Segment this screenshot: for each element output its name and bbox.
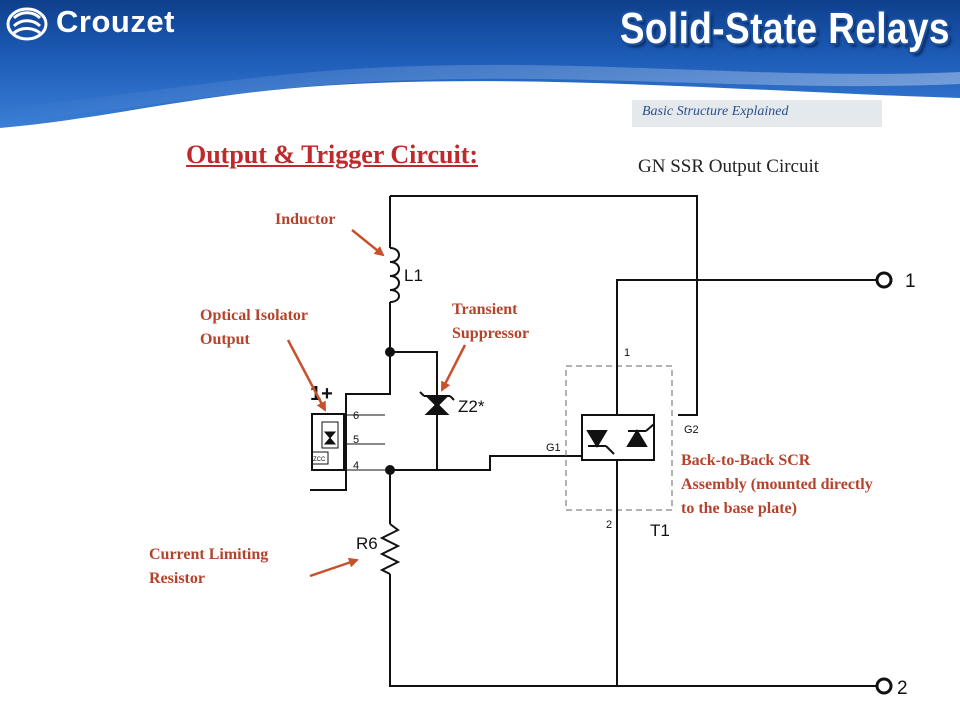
crouzet-logo-icon [6,7,48,41]
callout-transient-suppressor-line1: Transient [452,301,518,318]
callout-optical-isolator-line1: Optical Isolator [200,307,308,324]
callout-inductor-text: Inductor [275,211,336,228]
header-banner [0,0,960,130]
isolator-chip-label: ZCC [313,457,326,463]
terminal-1-circle [875,271,893,289]
brand-name: Crouzet [56,4,175,39]
callout-scr-assembly-line3: to the base plate) [681,500,797,517]
wire-top-loop [390,195,698,416]
suppressor-symbol [419,384,455,424]
callout-scr-assembly-line1: Back-to-Back SCR [681,452,811,469]
callout-current-limiting-line2: Resistor [149,570,205,587]
subtitle-box [632,100,882,127]
callout-optical-isolator-line2: Output [200,331,250,348]
callout-current-limiting-line1: Current Limiting [149,546,269,563]
arrow-current-limiting [309,557,359,578]
inductor-ref: L1 [404,266,423,285]
pin-5-label: 5 [353,434,359,446]
callout-transient-suppressor: Transient Suppressor [452,298,529,346]
arrow-optical-isolator [286,339,327,412]
optical-isolator-package [311,413,345,471]
scr-gate-1-label: G1 [546,442,561,454]
wire-isolator-top [310,352,391,491]
scr-ref: T1 [650,521,670,540]
callout-inductor: Inductor [275,208,335,232]
callout-scr-assembly-line2: Assembly (mounted directly [681,476,873,493]
scr-pin-1-label: 1 [624,347,630,359]
subtitle: Basic Structure Explained [642,104,789,119]
callout-transient-suppressor-line2: Suppressor [452,325,530,342]
junction-dot-lower [385,465,395,475]
arrow-inductor [351,229,385,257]
arrow-transient-suppressor [440,344,467,392]
terminal-1-label: 1 [905,271,916,292]
scr-pair-symbol [581,414,655,461]
slide-header-title: Solid-State Relays [619,4,950,53]
wire-from-suppressor [390,424,438,471]
callout-current-limiting: Current Limiting Resistor [149,543,268,591]
isolator-ref: 1+ [310,383,333,405]
wire-bottom [389,522,618,687]
callout-scr-assembly: Back-to-Back SCR Assembly (mounted direc… [681,449,873,521]
resistor-ref: R6 [356,534,378,553]
wire-to-suppressor [390,351,438,384]
resistor-zigzag [379,523,401,575]
wire-g1 [437,455,583,471]
section-title: Output & Trigger Circuit: [186,140,479,169]
pin-6-label: 6 [353,410,359,422]
suppressor-ref: Z2* [458,397,485,416]
inductor-coil [389,247,400,303]
circuit-title: GN SSR Output Circuit [638,156,820,177]
scr-gate-2-label: G2 [684,424,699,436]
wire-terminal-1 [616,279,878,358]
terminal-2-label: 2 [897,678,908,699]
junction-dot-upper [385,347,395,357]
pin-4-label: 4 [353,460,359,472]
scr-dashed-box [565,365,673,511]
scr-pin-2-label: 2 [606,519,612,531]
terminal-2-circle [875,677,893,695]
callout-optical-isolator: Optical Isolator Output [200,304,308,352]
